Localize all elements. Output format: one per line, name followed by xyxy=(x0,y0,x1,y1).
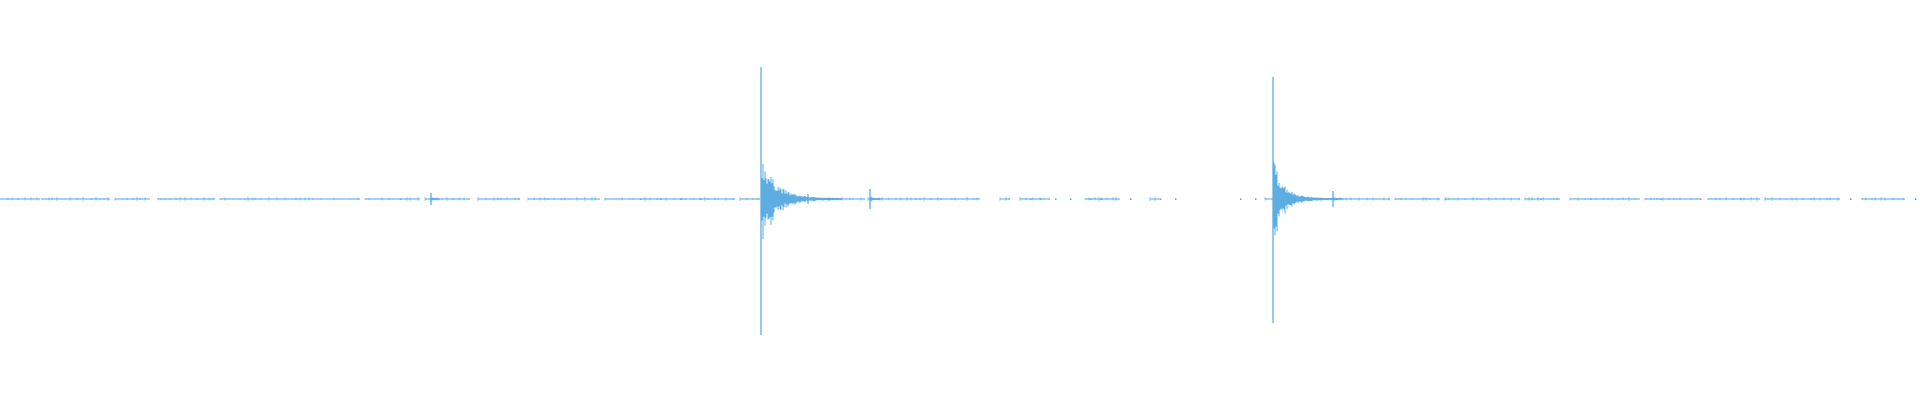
waveform-dot-11 xyxy=(1090,198,1092,200)
waveform-dot-12 xyxy=(1100,198,1102,200)
waveform-dot-13 xyxy=(1130,198,1132,200)
waveform-dot-20 xyxy=(1590,198,1592,200)
waveform-dot-4 xyxy=(700,198,702,200)
waveform-dot-10 xyxy=(1070,198,1072,200)
waveform-dot-25 xyxy=(1915,198,1917,200)
waveform-dot-0 xyxy=(400,198,402,200)
waveform-dot-17 xyxy=(1255,198,1257,200)
waveform-transient-2 xyxy=(869,189,881,209)
waveform-transient-0 xyxy=(760,67,842,335)
waveform-dot-7 xyxy=(1030,198,1032,200)
waveform-baseline-group xyxy=(0,196,1905,202)
waveform-dot-18 xyxy=(1445,198,1447,200)
waveform-dot-3 xyxy=(680,198,682,200)
waveform-dot-22 xyxy=(1700,198,1702,200)
waveform-dot-14 xyxy=(1160,198,1162,200)
waveform-dot-23 xyxy=(1740,198,1742,200)
waveform-transients-group xyxy=(430,67,1344,335)
waveform-transient-3 xyxy=(1332,191,1344,207)
waveform-dot-24 xyxy=(1850,198,1852,200)
waveform-dot-19 xyxy=(1540,198,1542,200)
waveform-transient-1 xyxy=(1272,77,1334,323)
waveform-transient-4 xyxy=(430,193,440,205)
waveform-dot-9 xyxy=(1055,198,1057,200)
waveform-transient-5 xyxy=(807,194,817,204)
waveform-dot-16 xyxy=(1240,198,1242,200)
waveform-dot-1 xyxy=(640,198,642,200)
waveform-dot-8 xyxy=(1040,198,1042,200)
waveform-dot-2 xyxy=(660,198,662,200)
waveform-dot-15 xyxy=(1175,198,1177,200)
waveform-dot-21 xyxy=(1660,198,1662,200)
